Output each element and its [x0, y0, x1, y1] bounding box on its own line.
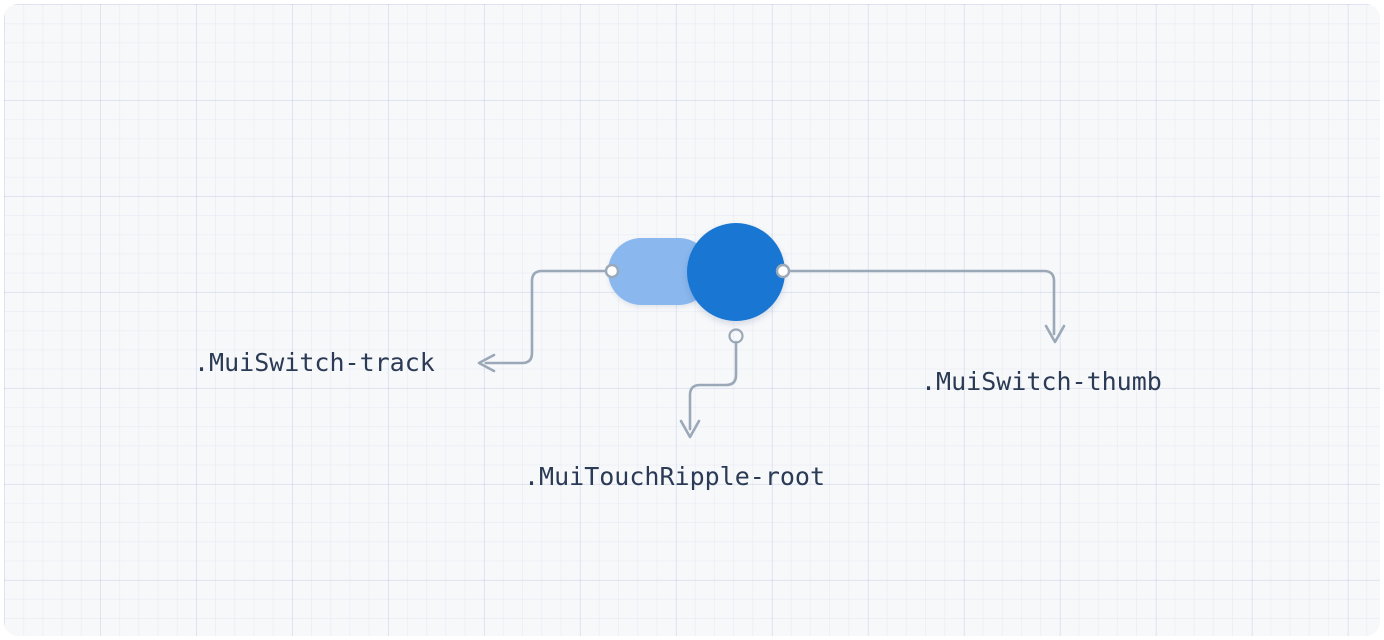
label-touch-ripple-root: .MuiTouchRipple-root — [524, 462, 826, 491]
switch-thumb[interactable] — [687, 223, 785, 321]
diagram-canvas — [4, 4, 1380, 636]
label-switch-track: .MuiSwitch-track — [194, 348, 435, 377]
label-switch-thumb: .MuiSwitch-thumb — [921, 367, 1162, 396]
